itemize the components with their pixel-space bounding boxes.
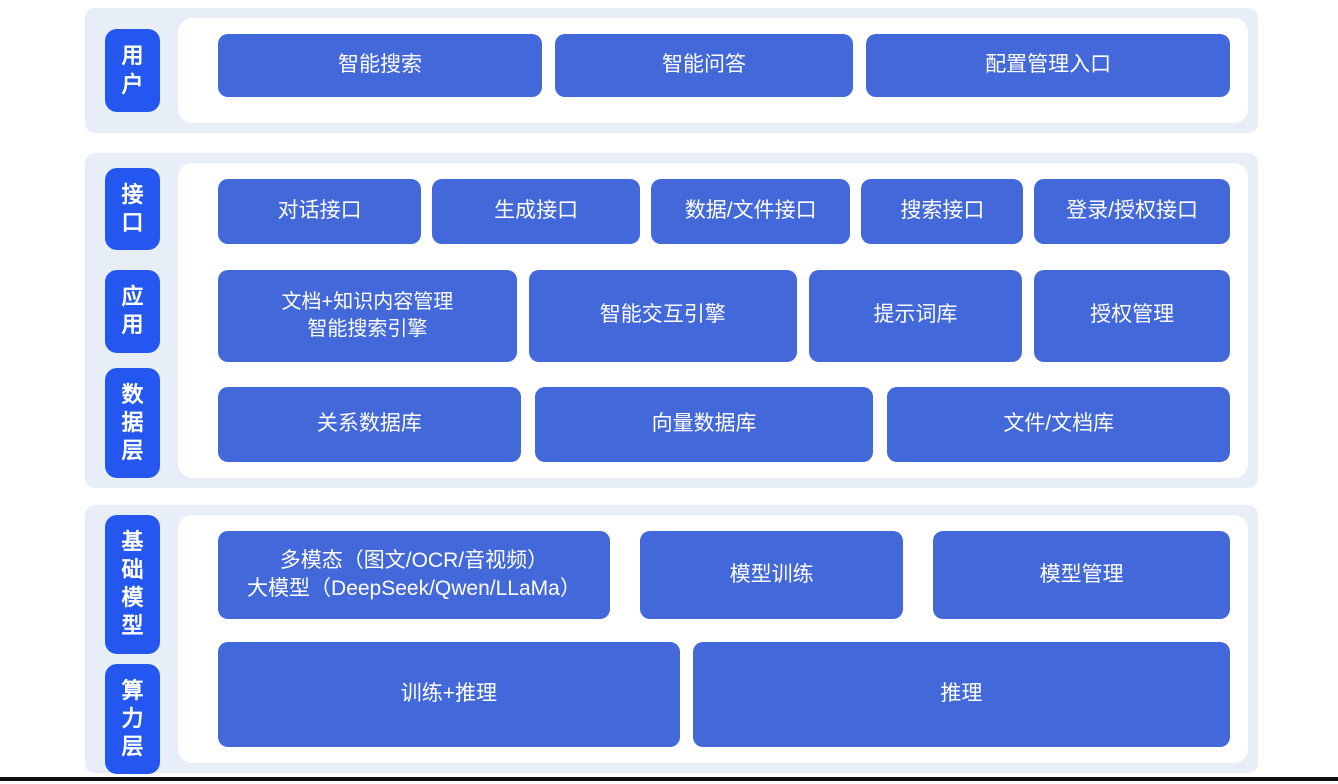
block-file-doc-store: 文件/文档库 xyxy=(887,387,1231,462)
block-generation-api: 生成接口 xyxy=(432,179,640,244)
footer-divider xyxy=(0,777,1338,781)
block-config-mgmt-entry: 配置管理入口 xyxy=(866,34,1230,97)
layer-pill-label: 应用 xyxy=(121,284,144,338)
base-model-row: 多模态（图文/OCR/音视频） 大模型（DeepSeek/Qwen/LLaMa）… xyxy=(218,531,1230,619)
block-authorization-mgmt: 授权管理 xyxy=(1034,269,1230,362)
block-data-file-api: 数据/文件接口 xyxy=(650,179,851,244)
layer-pill-label: 数据层 xyxy=(121,381,144,463)
layer-pill-data-layer: 数据层 xyxy=(105,367,160,478)
user-row: 智能搜索 智能问答 配置管理入口 xyxy=(218,34,1230,97)
block-search-api: 搜索接口 xyxy=(861,179,1024,244)
block-train-plus-inference: 训练+推理 xyxy=(218,642,680,747)
layer-pill-label: 接口 xyxy=(121,181,144,236)
section-user-layer: 用户 智能搜索 智能问答 配置管理入口 xyxy=(85,8,1258,133)
block-multimodal-llm: 多模态（图文/OCR/音视频） 大模型（DeepSeek/Qwen/LLaMa） xyxy=(218,531,610,619)
block-smart-qa: 智能问答 xyxy=(554,34,854,97)
section-iad-rail: 接口 应用 数据层 xyxy=(105,163,160,478)
block-dialog-api: 对话接口 xyxy=(218,179,422,244)
section-mc-panel: 多模态（图文/OCR/音视频） 大模型（DeepSeek/Qwen/LLaMa）… xyxy=(178,515,1248,763)
layer-pill-compute-layer: 算力层 xyxy=(105,663,160,775)
section-mc-rail: 基础模型 算力层 xyxy=(105,515,160,775)
layer-pill-user: 用户 xyxy=(105,29,160,112)
interface-row: 对话接口 生成接口 数据/文件接口 搜索接口 登录/授权接口 xyxy=(218,179,1230,244)
block-relational-db: 关系数据库 xyxy=(218,387,521,462)
section-model-compute: 基础模型 算力层 多模态（图文/OCR/音视频） 大模型（DeepSeek/Qw… xyxy=(85,505,1258,775)
application-row: 文档+知识内容管理 智能搜索引擎 智能交互引擎 提示词库 授权管理 xyxy=(218,269,1230,362)
layer-pill-base-model: 基础模型 xyxy=(105,515,160,654)
block-model-mgmt: 模型管理 xyxy=(933,531,1230,619)
layer-pill-application: 应用 xyxy=(105,270,160,353)
block-inference: 推理 xyxy=(692,642,1230,747)
section-iad-panel: 对话接口 生成接口 数据/文件接口 搜索接口 登录/授权接口 文档+知识内容管理… xyxy=(178,163,1248,478)
block-vector-db: 向量数据库 xyxy=(534,387,874,462)
block-doc-knowledge-search-engine: 文档+知识内容管理 智能搜索引擎 xyxy=(218,269,517,362)
layer-pill-label: 基础模型 xyxy=(121,529,144,639)
section-user-panel: 智能搜索 智能问答 配置管理入口 xyxy=(178,18,1248,123)
block-prompt-library: 提示词库 xyxy=(808,269,1023,362)
section-user-rail: 用户 xyxy=(105,18,160,123)
layer-pill-interface: 接口 xyxy=(105,167,160,251)
layer-pill-label: 算力层 xyxy=(121,677,144,759)
block-login-auth-api: 登录/授权接口 xyxy=(1034,179,1230,244)
section-interface-app-data: 接口 应用 数据层 对话接口 生成接口 数据/文件接口 搜索接口 xyxy=(85,153,1258,488)
compute-row: 训练+推理 推理 xyxy=(218,642,1230,747)
block-model-training: 模型训练 xyxy=(639,531,904,619)
data-layer-row: 关系数据库 向量数据库 文件/文档库 xyxy=(218,387,1231,462)
layer-pill-label: 用户 xyxy=(121,43,144,97)
block-smart-search: 智能搜索 xyxy=(218,34,542,97)
block-smart-interaction-engine: 智能交互引擎 xyxy=(528,269,797,362)
